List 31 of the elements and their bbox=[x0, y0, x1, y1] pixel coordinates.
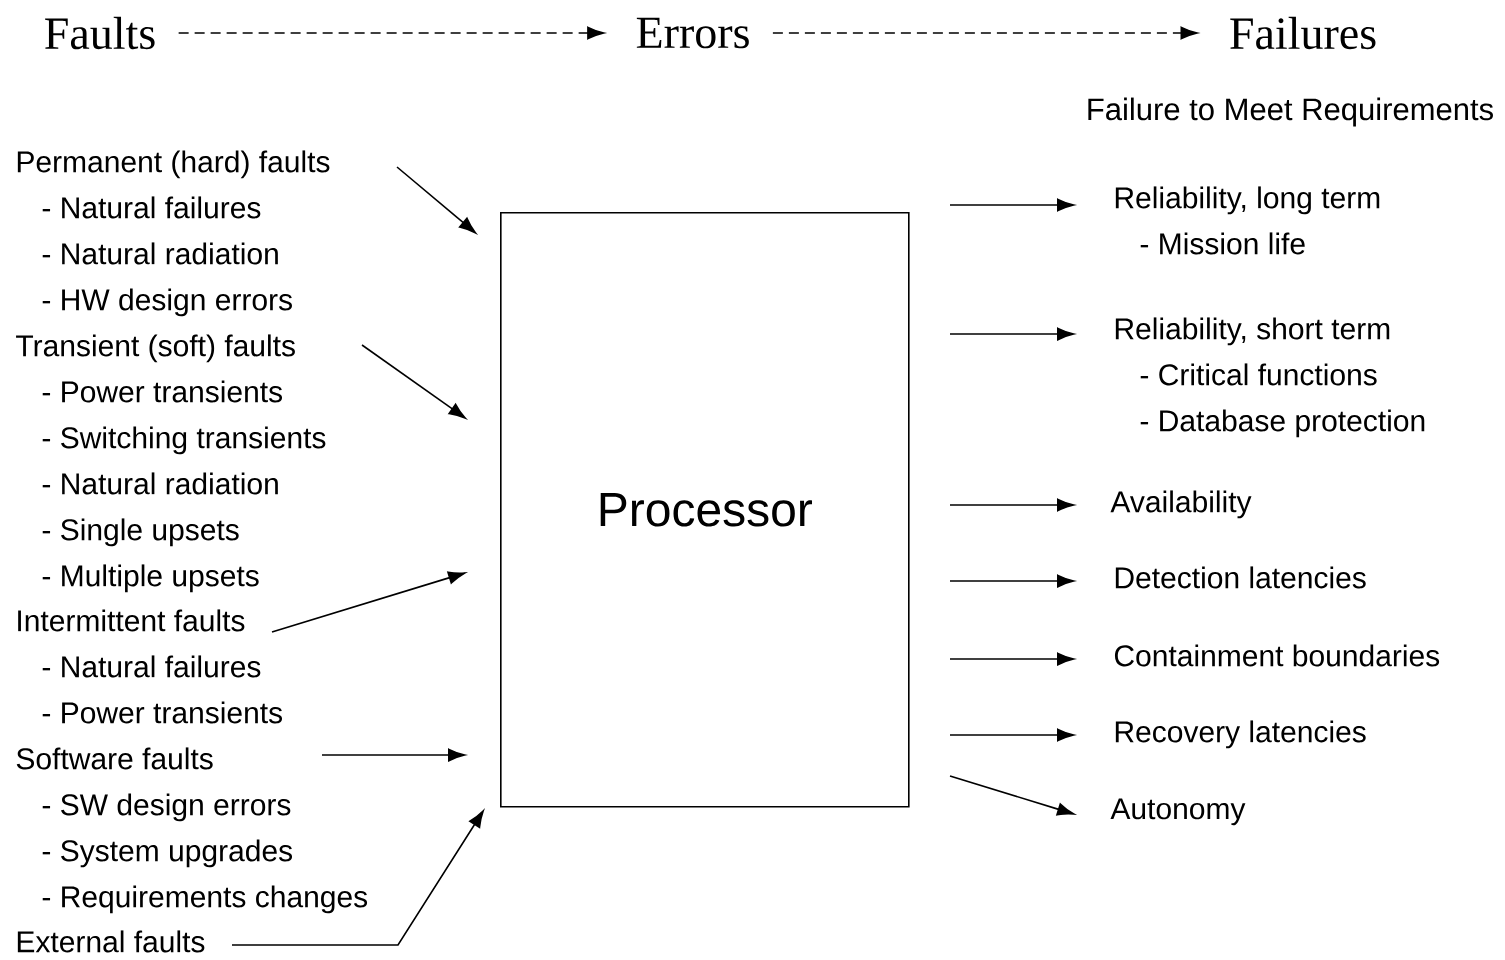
failure-item: Containment boundaries bbox=[1114, 644, 1440, 667]
arrow bbox=[949, 775, 1075, 816]
heading-text: Errors bbox=[636, 17, 749, 49]
arrow bbox=[949, 498, 1075, 512]
heading-text: Faults bbox=[45, 16, 155, 50]
subheading-text: Failure to Meet Requirements bbox=[1088, 97, 1493, 127]
fault-list: Intermittent faults - Natural failures - Power transients bbox=[18, 609, 282, 724]
arrow bbox=[361, 344, 466, 419]
arrow bbox=[949, 728, 1075, 742]
fault-list: Software faults - SW design errors - System upgrades - Requirements changes bbox=[16, 747, 368, 914]
arrow bbox=[396, 166, 477, 234]
processor-box: Processor bbox=[500, 212, 910, 808]
failure-item: Reliability, short term - Critical functions - Database protection bbox=[1115, 317, 1425, 438]
failure-item: Reliability, long term - Mission life bbox=[1115, 186, 1380, 255]
arrow bbox=[231, 810, 484, 946]
failure-item: Detection latencies bbox=[1115, 566, 1366, 589]
dashed-arrow bbox=[772, 26, 1198, 40]
fault-list: Transient (soft) faults - Power transients - Switching transients - Natural radiation - Single upsets - Multiple upsets bbox=[16, 334, 326, 593]
arrow bbox=[949, 198, 1075, 212]
failure-item: Autonomy bbox=[1110, 798, 1246, 826]
fault-list: Permanent (hard) faults - Natural failures - Natural radiation - HW design errors bbox=[17, 150, 330, 317]
heading-text: Failures bbox=[1230, 16, 1376, 50]
arrow bbox=[271, 571, 466, 633]
arrow bbox=[949, 574, 1075, 588]
failure-item: Availability bbox=[1110, 490, 1252, 519]
fault-list: External faults bbox=[17, 930, 205, 953]
arrow bbox=[949, 652, 1075, 666]
dashed-arrow bbox=[177, 26, 605, 40]
arrow bbox=[949, 327, 1075, 341]
failure-item: Recovery latencies bbox=[1115, 720, 1366, 749]
arrow bbox=[321, 748, 466, 762]
